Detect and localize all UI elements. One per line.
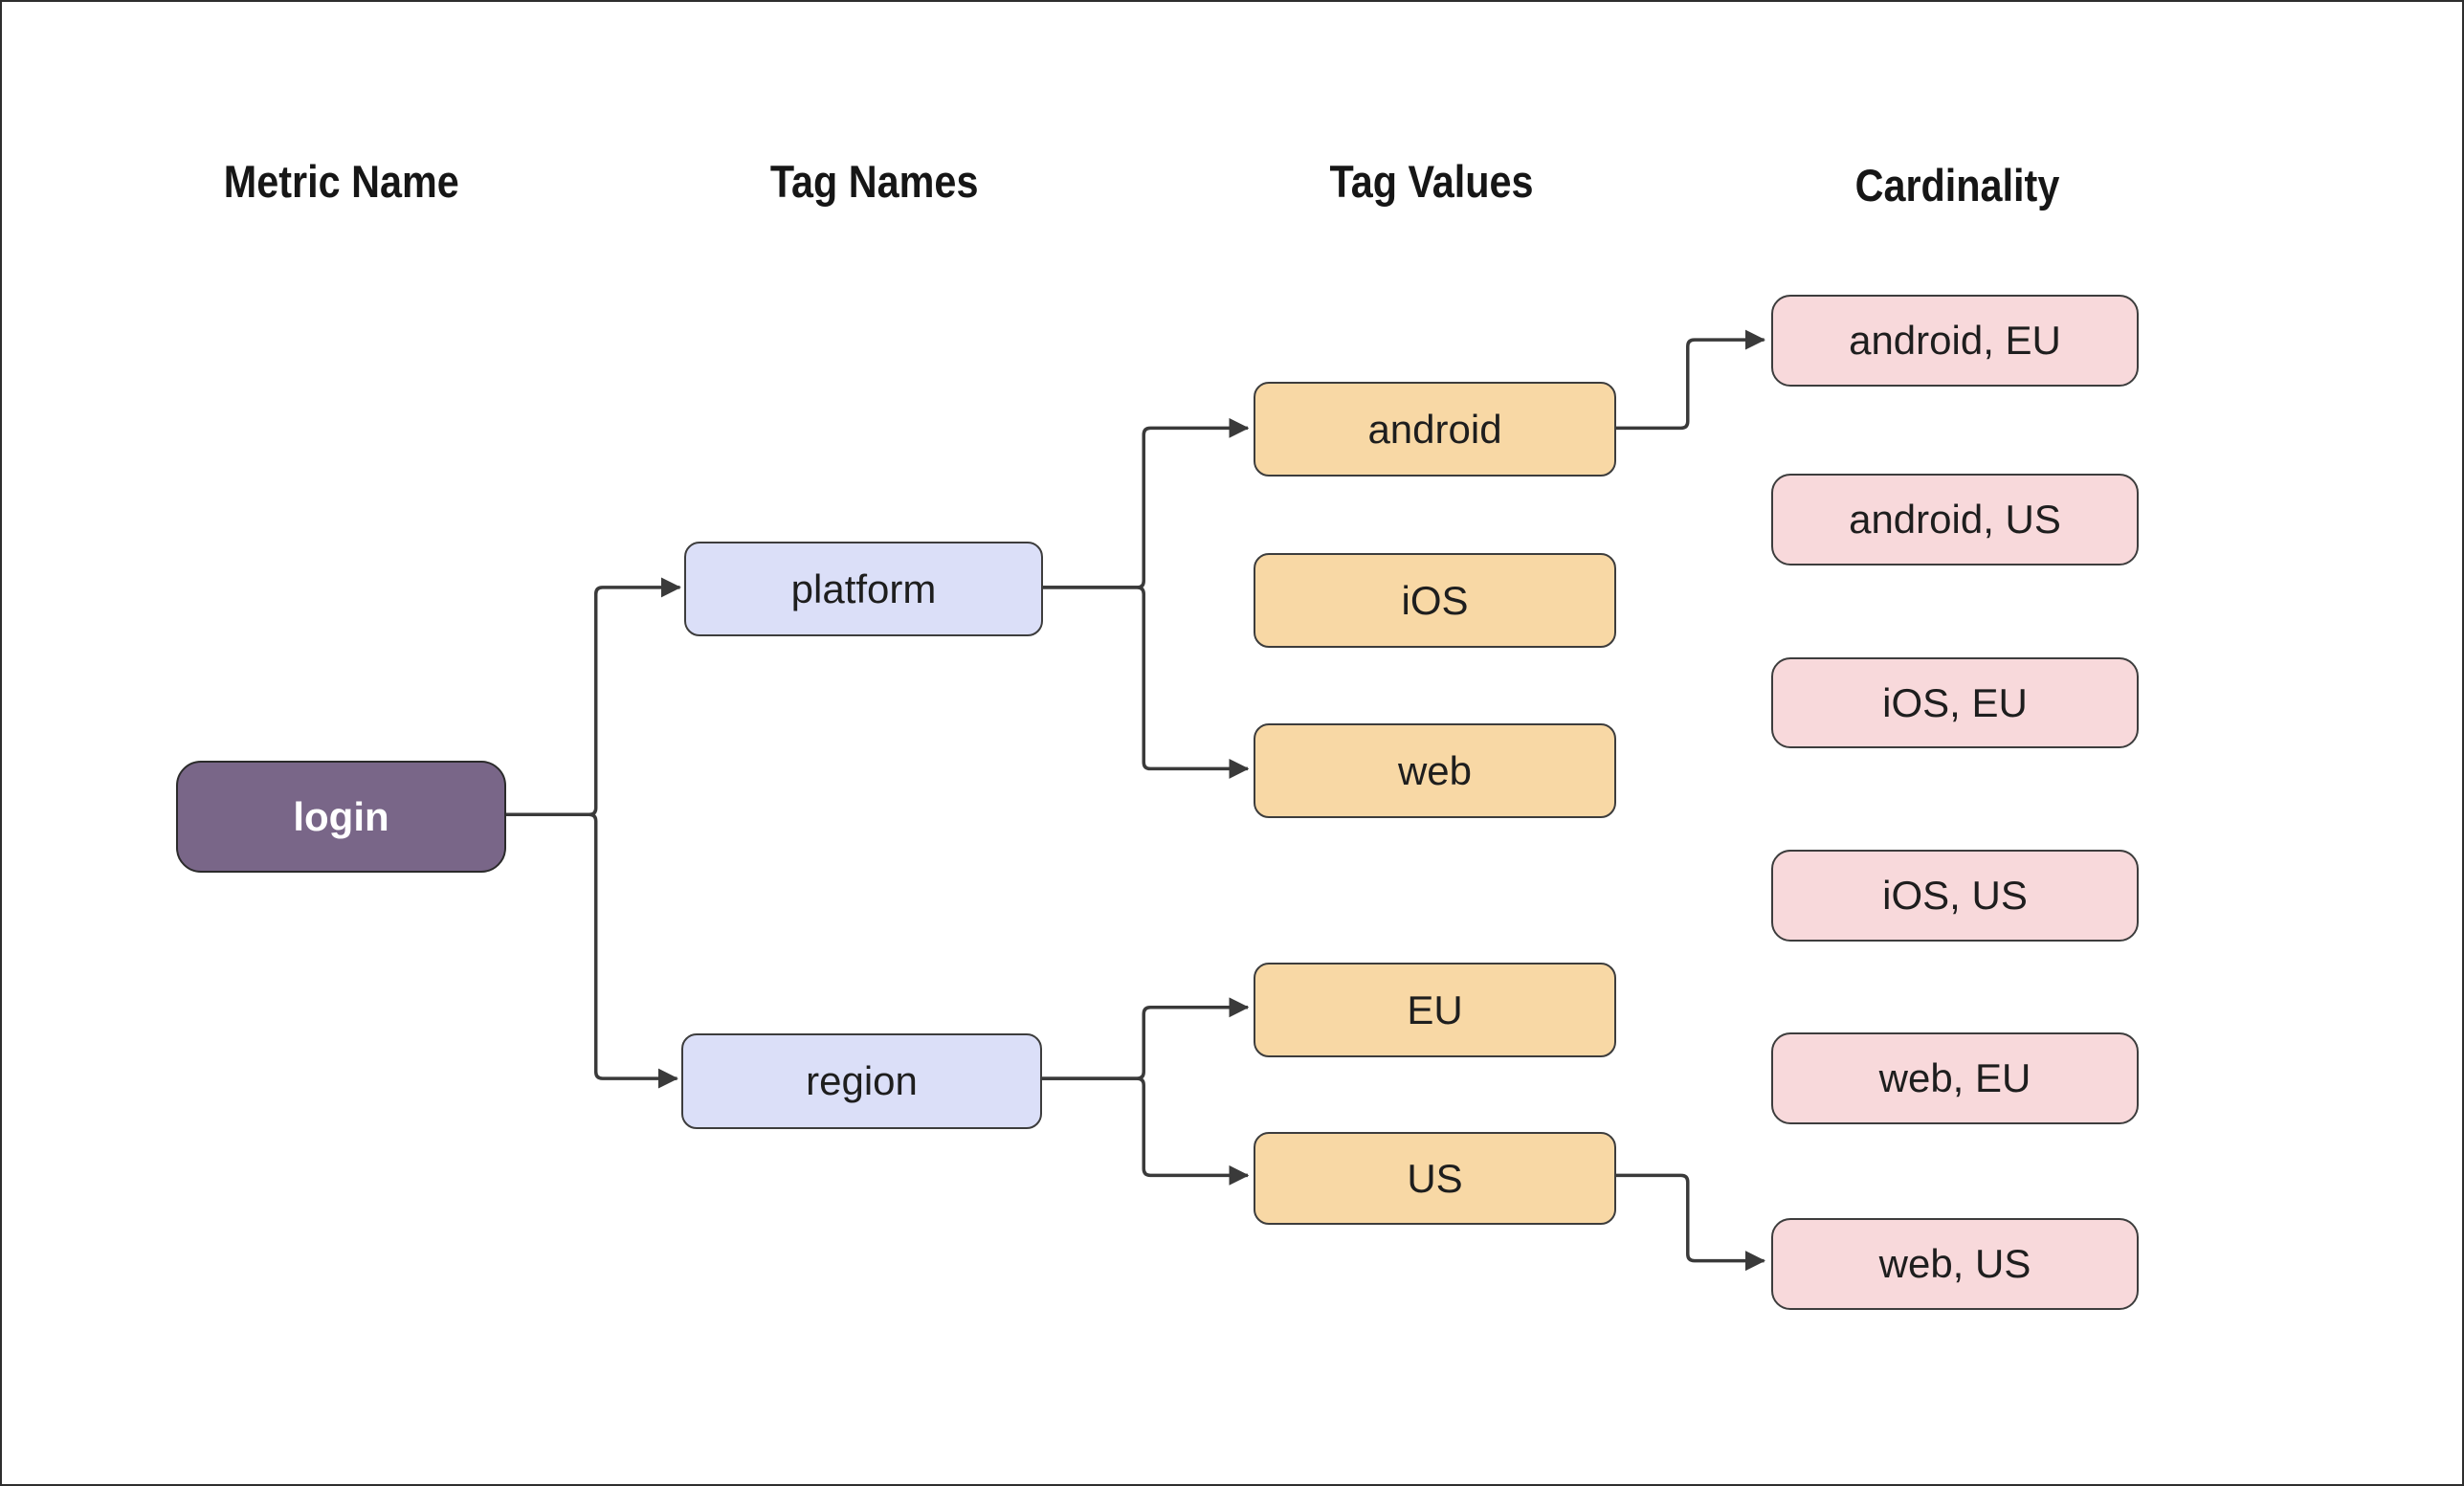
node-android-us: android, US (1771, 474, 2139, 566)
node-us: US (1254, 1132, 1616, 1225)
node-region-label: region (806, 1058, 918, 1103)
column-header-tag-values: Tag Values (1329, 156, 1534, 207)
node-ios-us: iOS, US (1771, 850, 2139, 942)
node-android: android (1254, 382, 1616, 477)
node-web-us: web, US (1771, 1218, 2139, 1310)
node-web-us-label: web, US (1878, 1241, 2031, 1286)
edge-region-to-us (1040, 1076, 1250, 1186)
node-ios-eu-label: iOS, EU (1882, 679, 2028, 725)
node-web-eu-label: web, EU (1878, 1055, 2031, 1100)
node-ios-eu: iOS, EU (1771, 657, 2139, 748)
column-header-metric-name: Metric Name (224, 156, 459, 207)
column-header-tag-names: Tag Names (770, 156, 979, 207)
node-android-eu-label: android, EU (1849, 318, 2061, 363)
node-eu-label: EU (1407, 987, 1463, 1032)
node-web-label: web (1397, 747, 1473, 793)
node-platform: platform (684, 542, 1043, 636)
edge-platform-to-web (1041, 586, 1250, 779)
node-login: login (176, 761, 506, 873)
edge-platform-to-android (1041, 417, 1250, 589)
node-login-label: login (293, 793, 389, 839)
edge-us-to-web-us (1612, 1173, 1765, 1272)
node-android-label: android (1367, 406, 1502, 452)
edge-login-to-platform (505, 577, 681, 817)
edge-region-to-eu (1040, 997, 1250, 1080)
node-android-eu: android, EU (1771, 295, 2139, 387)
node-us-label: US (1407, 1155, 1463, 1201)
node-ios-us-label: iOS, US (1882, 873, 2028, 918)
node-web: web (1254, 723, 1616, 818)
edge-login-to-region (505, 812, 678, 1089)
column-header-cardinality: Cardinality (1854, 160, 2059, 211)
node-android-us-label: android, US (1849, 497, 2061, 542)
node-eu: EU (1254, 963, 1616, 1057)
edge-android-to-android-eu (1612, 329, 1765, 431)
node-web-eu: web, EU (1771, 1032, 2139, 1124)
node-ios-label: iOS (1401, 577, 1469, 623)
node-region: region (681, 1033, 1042, 1129)
node-platform-label: platform (790, 566, 937, 611)
node-ios: iOS (1254, 553, 1616, 648)
